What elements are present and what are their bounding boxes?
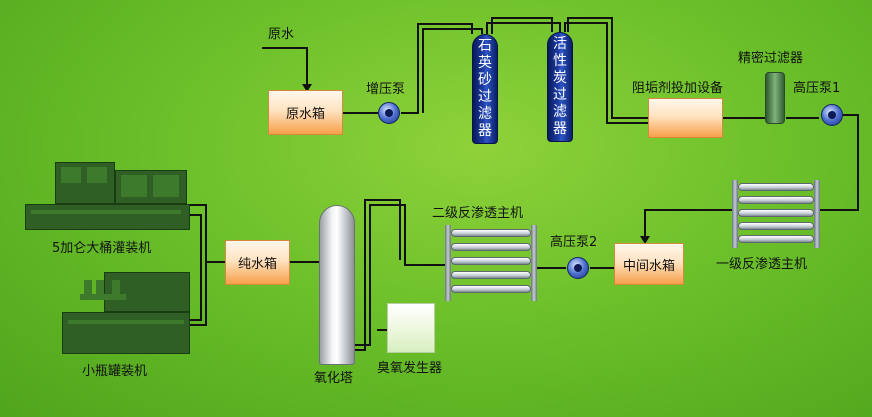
label-hp-pump-2: 高压泵2 — [550, 235, 598, 250]
pipe-ro2-to-tower — [355, 204, 445, 346]
pipe-quartz-to-carbon — [491, 17, 553, 34]
booster-pump-icon — [378, 102, 400, 124]
pipe-pump-to-quartz — [401, 23, 473, 114]
label-antiscalant: 阻垢剂投加设备 — [632, 81, 724, 96]
activated-carbon-filter-label: 活性炭过滤器 — [553, 36, 567, 137]
antiscalant-dosing-unit — [648, 98, 723, 138]
pipe-ro1-to-midtank — [644, 209, 732, 240]
label-hp-pump-1: 高压泵1 — [793, 81, 841, 96]
raw-water-tank-label: 原水箱 — [285, 107, 325, 122]
bottle-filling-machine — [62, 272, 190, 354]
ozone-generator — [387, 303, 435, 353]
label-bottle-filler: 小瓶罐装机 — [82, 364, 148, 379]
label-barrel-filler: 5加仑大桶灌装机 — [52, 241, 152, 256]
label-oxidation-tower: 氧化塔 — [314, 371, 354, 386]
label-ro-stage1: 一级反渗透主机 — [716, 257, 808, 272]
label-ozone-generator: 臭氧发生器 — [377, 361, 443, 376]
intermediate-water-tank-label: 中间水箱 — [622, 258, 675, 274]
label-raw-water: 原水 — [268, 27, 295, 42]
hp-pump-1-icon — [821, 104, 843, 126]
label-precision-filter: 精密过滤器 — [738, 51, 804, 66]
pipe-raw-inlet — [262, 47, 308, 88]
ro-stage2-unit — [445, 225, 537, 301]
pipe-pump1-to-ro1 — [820, 114, 859, 211]
raw-water-tank: 原水箱 — [268, 90, 343, 135]
quartz-sand-filter: 石英砂过滤器 — [472, 34, 498, 144]
pure-water-tank: 纯水箱 — [225, 240, 290, 285]
intermediate-water-tank: 中间水箱 — [614, 243, 684, 285]
pure-water-tank-label: 纯水箱 — [237, 257, 277, 272]
quartz-sand-filter-label: 石英砂过滤器 — [478, 38, 492, 139]
barrel-filling-machine — [25, 162, 190, 232]
label-ro-stage2: 二级反渗透主机 — [432, 206, 524, 221]
label-booster-pump: 增压泵 — [366, 82, 406, 97]
precision-filter — [765, 72, 785, 124]
pipe-pure-to-fillers — [190, 204, 225, 263]
oxidation-tower — [319, 205, 355, 365]
activated-carbon-filter: 活性炭过滤器 — [547, 32, 573, 142]
ro-stage1-unit — [732, 180, 820, 248]
hp-pump-2-icon — [567, 257, 589, 279]
